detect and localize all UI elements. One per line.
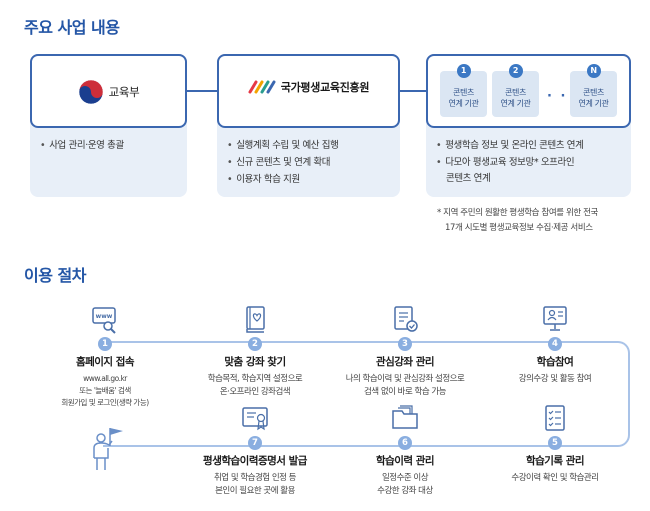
step-number: 2 <box>248 337 262 351</box>
step-number: 7 <box>248 436 262 450</box>
content-orgs-column: 1 콘텐츠 연계 기관 2 콘텐츠 연계 기관 · · · N 콘텐츠 연계 기… <box>426 54 631 197</box>
ministry-name: 교육부 <box>108 85 140 99</box>
step-desc-line: 본인이 필요한 곳에 활용 <box>215 486 295 496</box>
content-orgs-box: 1 콘텐츠 연계 기관 2 콘텐츠 연계 기관 · · · N 콘텐츠 연계 기… <box>426 54 631 128</box>
section-title-business: 주요 사업 내용 <box>24 18 120 37</box>
step-desc-line: 나의 학습이력 및 관심강좌 설정으로 <box>345 374 465 384</box>
step-desc-line: 수강이력 확인 및 학습관리 <box>511 473 599 483</box>
footnote-line2: 17개 시도별 평생교육정보 수집·제공 서비스 <box>445 223 593 233</box>
step-title: 관심강좌 관리 <box>375 356 435 368</box>
institute-column: 국가평생교육진흥원 실행계획 수립 및 예산 집행 신규 콘텐츠 및 연계 확대… <box>217 54 400 197</box>
step-desc: 수강이력 확인 및 학습관리 <box>480 472 630 485</box>
step-title: 학습이력 관리 <box>375 455 435 467</box>
footnote-line1: * 지역 주민의 원활한 평생학습 참여를 위한 전국 <box>437 208 598 218</box>
content-org-line1: 콘텐츠 <box>583 88 604 97</box>
ministry-logo: 교육부 <box>32 79 185 105</box>
content-org-number: N <box>586 64 601 78</box>
footnote: * 지역 주민의 원활한 평생학습 참여를 위한 전국 17개 시도별 평생교육… <box>437 206 637 236</box>
step-title: 홈페이지 접속 <box>75 356 135 368</box>
certificate-icon <box>242 407 268 431</box>
step-number: 1 <box>98 337 112 351</box>
step-desc: www.all.go.kr 또는 '늘배움' 검색 회원가입 및 로그인(생략 … <box>30 373 180 409</box>
content-org-line1: 콘텐츠 <box>453 88 474 97</box>
step-title: 학습기록 관리 <box>525 455 585 467</box>
step-number: 5 <box>548 436 562 450</box>
institute-roles: 실행계획 수립 및 예산 집행 신규 콘텐츠 및 연계 확대 이용자 학습 지원 <box>227 137 394 188</box>
content-org-card: 1 콘텐츠 연계 기관 <box>440 64 487 117</box>
step-desc-line: 수강한 강좌 대상 <box>377 486 433 496</box>
step-desc: 학습목적, 학습지역 설정으로 온·오프라인 강좌검색 <box>180 373 330 399</box>
step-desc: 취업 및 학습경험 인정 등 본인이 필요한 곳에 활용 <box>180 472 330 498</box>
institute-emblem-icon <box>248 80 276 94</box>
content-orgs-roles: 평생학습 정보 및 온라인 콘텐츠 연계 다모아 평생교육 정보망* 오프라인 … <box>436 137 625 187</box>
step-number: 3 <box>398 337 412 351</box>
step-desc-line: 취업 및 학습경험 인정 등 <box>213 473 297 483</box>
content-org-line1: 콘텐츠 <box>505 88 526 97</box>
step-desc: 강의수강 및 활동 참여 <box>480 373 630 386</box>
process-track <box>103 341 630 447</box>
step-number: 4 <box>548 337 562 351</box>
content-org-card: N 콘텐츠 연계 기관 <box>570 64 617 117</box>
svg-text:www: www <box>96 313 113 320</box>
step-desc-url: www.all.go.kr <box>83 374 127 383</box>
institute-role-item: 신규 콘텐츠 및 연계 확대 <box>227 154 394 171</box>
book-heart-icon <box>246 306 265 333</box>
step-desc-line: 또는 '늘배움' 검색 <box>79 386 131 395</box>
content-org-number: 2 <box>508 64 523 78</box>
step-title: 학습참여 <box>536 356 574 368</box>
step-1: www 1 홈페이지 접속 www.all.go.kr 또는 '늘배움' 검색 … <box>30 304 180 409</box>
step-number: 6 <box>398 436 412 450</box>
ministry-column: 교육부 사업 관리·운영 총괄 <box>30 54 187 197</box>
ministry-role-item: 사업 관리·운영 총괄 <box>40 137 181 154</box>
browser-www-icon: www <box>92 307 116 334</box>
step-desc-line: 강의수강 및 활동 참여 <box>518 374 592 384</box>
institute-name: 국가평생교육진흥원 <box>280 81 370 94</box>
step-desc: 일정수준 이상 수강한 강좌 대상 <box>330 472 480 498</box>
institute-role-item: 이용자 학습 지원 <box>227 171 394 188</box>
institute-role-item: 실행계획 수립 및 예산 집행 <box>227 137 394 154</box>
step-desc-line: 일정수준 이상 <box>381 473 429 483</box>
step-5: 5 학습기록 관리 수강이력 확인 및 학습관리 <box>480 403 630 485</box>
section-title-procedure: 이용 절차 <box>24 266 86 285</box>
monitor-lecture-icon <box>543 306 567 331</box>
content-org-line2: 연계 기관 <box>448 99 479 108</box>
step-title: 평생학습이력증명서 발급 <box>203 455 307 467</box>
content-orgs-role-item: 평생학습 정보 및 온라인 콘텐츠 연계 <box>436 137 625 154</box>
institute-logo: 국가평생교육진흥원 <box>219 79 398 95</box>
checklist-icon <box>545 405 565 431</box>
org-connector-left <box>185 90 219 92</box>
content-org-line2: 연계 기관 <box>578 99 609 108</box>
content-orgs-role-continuation-text: 콘텐츠 연계 <box>446 173 491 184</box>
ministry-box: 교육부 <box>30 54 187 128</box>
step-desc-line: 검색 없이 바로 학습 가능 <box>363 387 447 397</box>
content-orgs-role-continuation: 콘텐츠 연계 <box>436 170 625 187</box>
step-3: 3 관심강좌 관리 나의 학습이력 및 관심강좌 설정으로 검색 없이 바로 학… <box>330 304 480 399</box>
org-connector-right <box>398 90 428 92</box>
step-desc-line: 학습목적, 학습지역 설정으로 <box>207 374 303 384</box>
folder-icon <box>392 405 418 429</box>
step-title: 맞춤 강좌 찾기 <box>224 356 286 368</box>
content-org-card: 2 콘텐츠 연계 기관 <box>492 64 539 117</box>
step-desc-line: 회원가입 및 로그인(생략 가능) <box>61 398 149 407</box>
ministry-roles: 사업 관리·운영 총괄 <box>40 137 181 154</box>
taegeuk-icon <box>78 79 103 105</box>
person-flag-icon <box>93 428 123 470</box>
content-org-line2: 연계 기관 <box>500 99 531 108</box>
step-desc-line: 온·오프라인 강좌검색 <box>219 387 291 397</box>
document-check-icon <box>394 306 418 332</box>
step-6: 6 학습이력 관리 일정수준 이상 수강한 강좌 대상 <box>330 403 480 498</box>
content-org-number: 1 <box>456 64 471 78</box>
step-7: 7 평생학습이력증명서 발급 취업 및 학습경험 인정 등 본인이 필요한 곳에… <box>180 403 330 498</box>
step-desc: 나의 학습이력 및 관심강좌 설정으로 검색 없이 바로 학습 가능 <box>330 373 480 399</box>
step-4: 4 학습참여 강의수강 및 활동 참여 <box>480 304 630 386</box>
content-orgs-role-item: 다모아 평생교육 정보망* 오프라인 <box>436 154 625 171</box>
step-2: 2 맞춤 강좌 찾기 학습목적, 학습지역 설정으로 온·오프라인 강좌검색 <box>180 304 330 399</box>
institute-box: 국가평생교육진흥원 <box>217 54 400 128</box>
